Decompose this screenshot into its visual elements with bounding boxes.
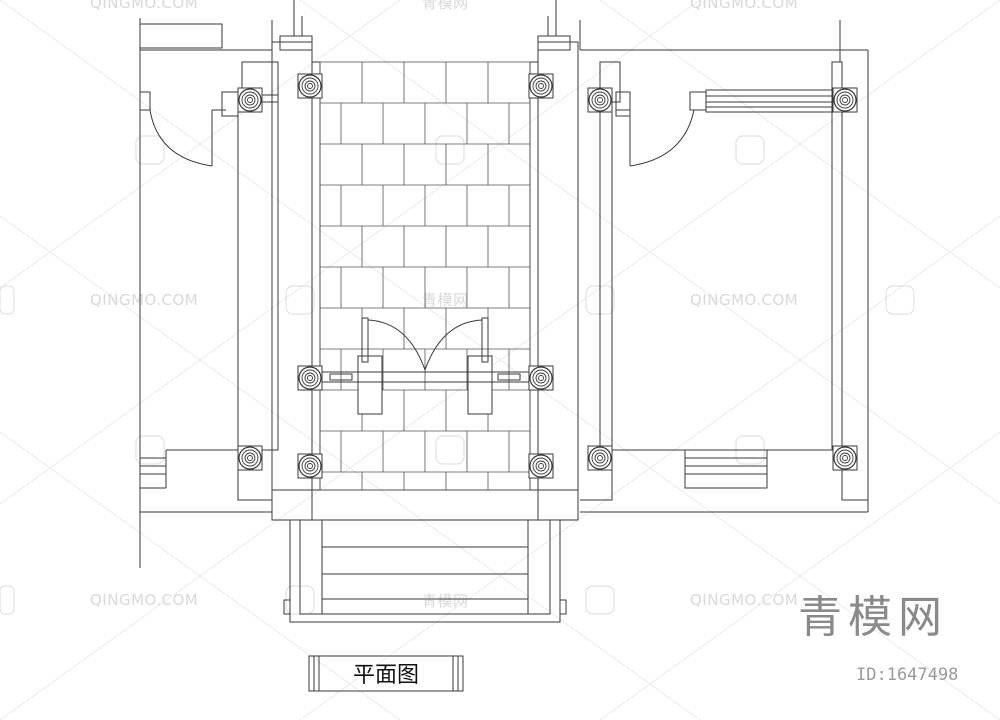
column-base-icon — [587, 445, 613, 471]
column-base-icon — [587, 87, 613, 113]
entrance-steps — [283, 519, 567, 623]
watermark-cn-text: 青模网 — [422, 592, 469, 610]
column-base-icon — [832, 87, 858, 113]
column-base-icon — [832, 445, 858, 471]
gate-doors — [320, 317, 530, 415]
image-id-label: ID:1647498 — [856, 665, 958, 685]
watermark-cn-text: 青模网 — [422, 291, 469, 309]
column-base-icon — [297, 73, 323, 99]
brand-watermark: 青模网 ID:1647498 — [798, 592, 958, 685]
watermark-text: QINGMO.COM — [690, 0, 798, 12]
column-base-icon — [237, 87, 263, 113]
column-base-icon — [528, 365, 554, 391]
column-base-icon — [528, 73, 554, 99]
brand-name: 青模网 — [798, 592, 948, 643]
watermark-text: QINGMO.COM — [690, 291, 798, 309]
right-wing — [579, 20, 869, 513]
watermark-labels: QINGMO.COM QINGMO.COM QINGMO.COM QINGMO.… — [90, 0, 798, 610]
column-base-icon — [297, 365, 323, 391]
watermark-text: QINGMO.COM — [690, 591, 798, 609]
watermark-cn-text: 青模网 — [422, 0, 469, 12]
watermark-text: QINGMO.COM — [90, 0, 198, 12]
columns — [237, 73, 858, 479]
flower-logo-icon — [0, 135, 915, 615]
drawing-title: 平面图 — [353, 663, 419, 688]
title-plate: 平面图 — [308, 655, 464, 692]
watermark-text: QINGMO.COM — [90, 591, 198, 609]
column-base-icon — [297, 453, 323, 479]
column-base-icon — [237, 445, 263, 471]
column-base-icon — [528, 453, 554, 479]
watermark-text: QINGMO.COM — [90, 291, 198, 309]
brick-paving — [319, 61, 531, 491]
